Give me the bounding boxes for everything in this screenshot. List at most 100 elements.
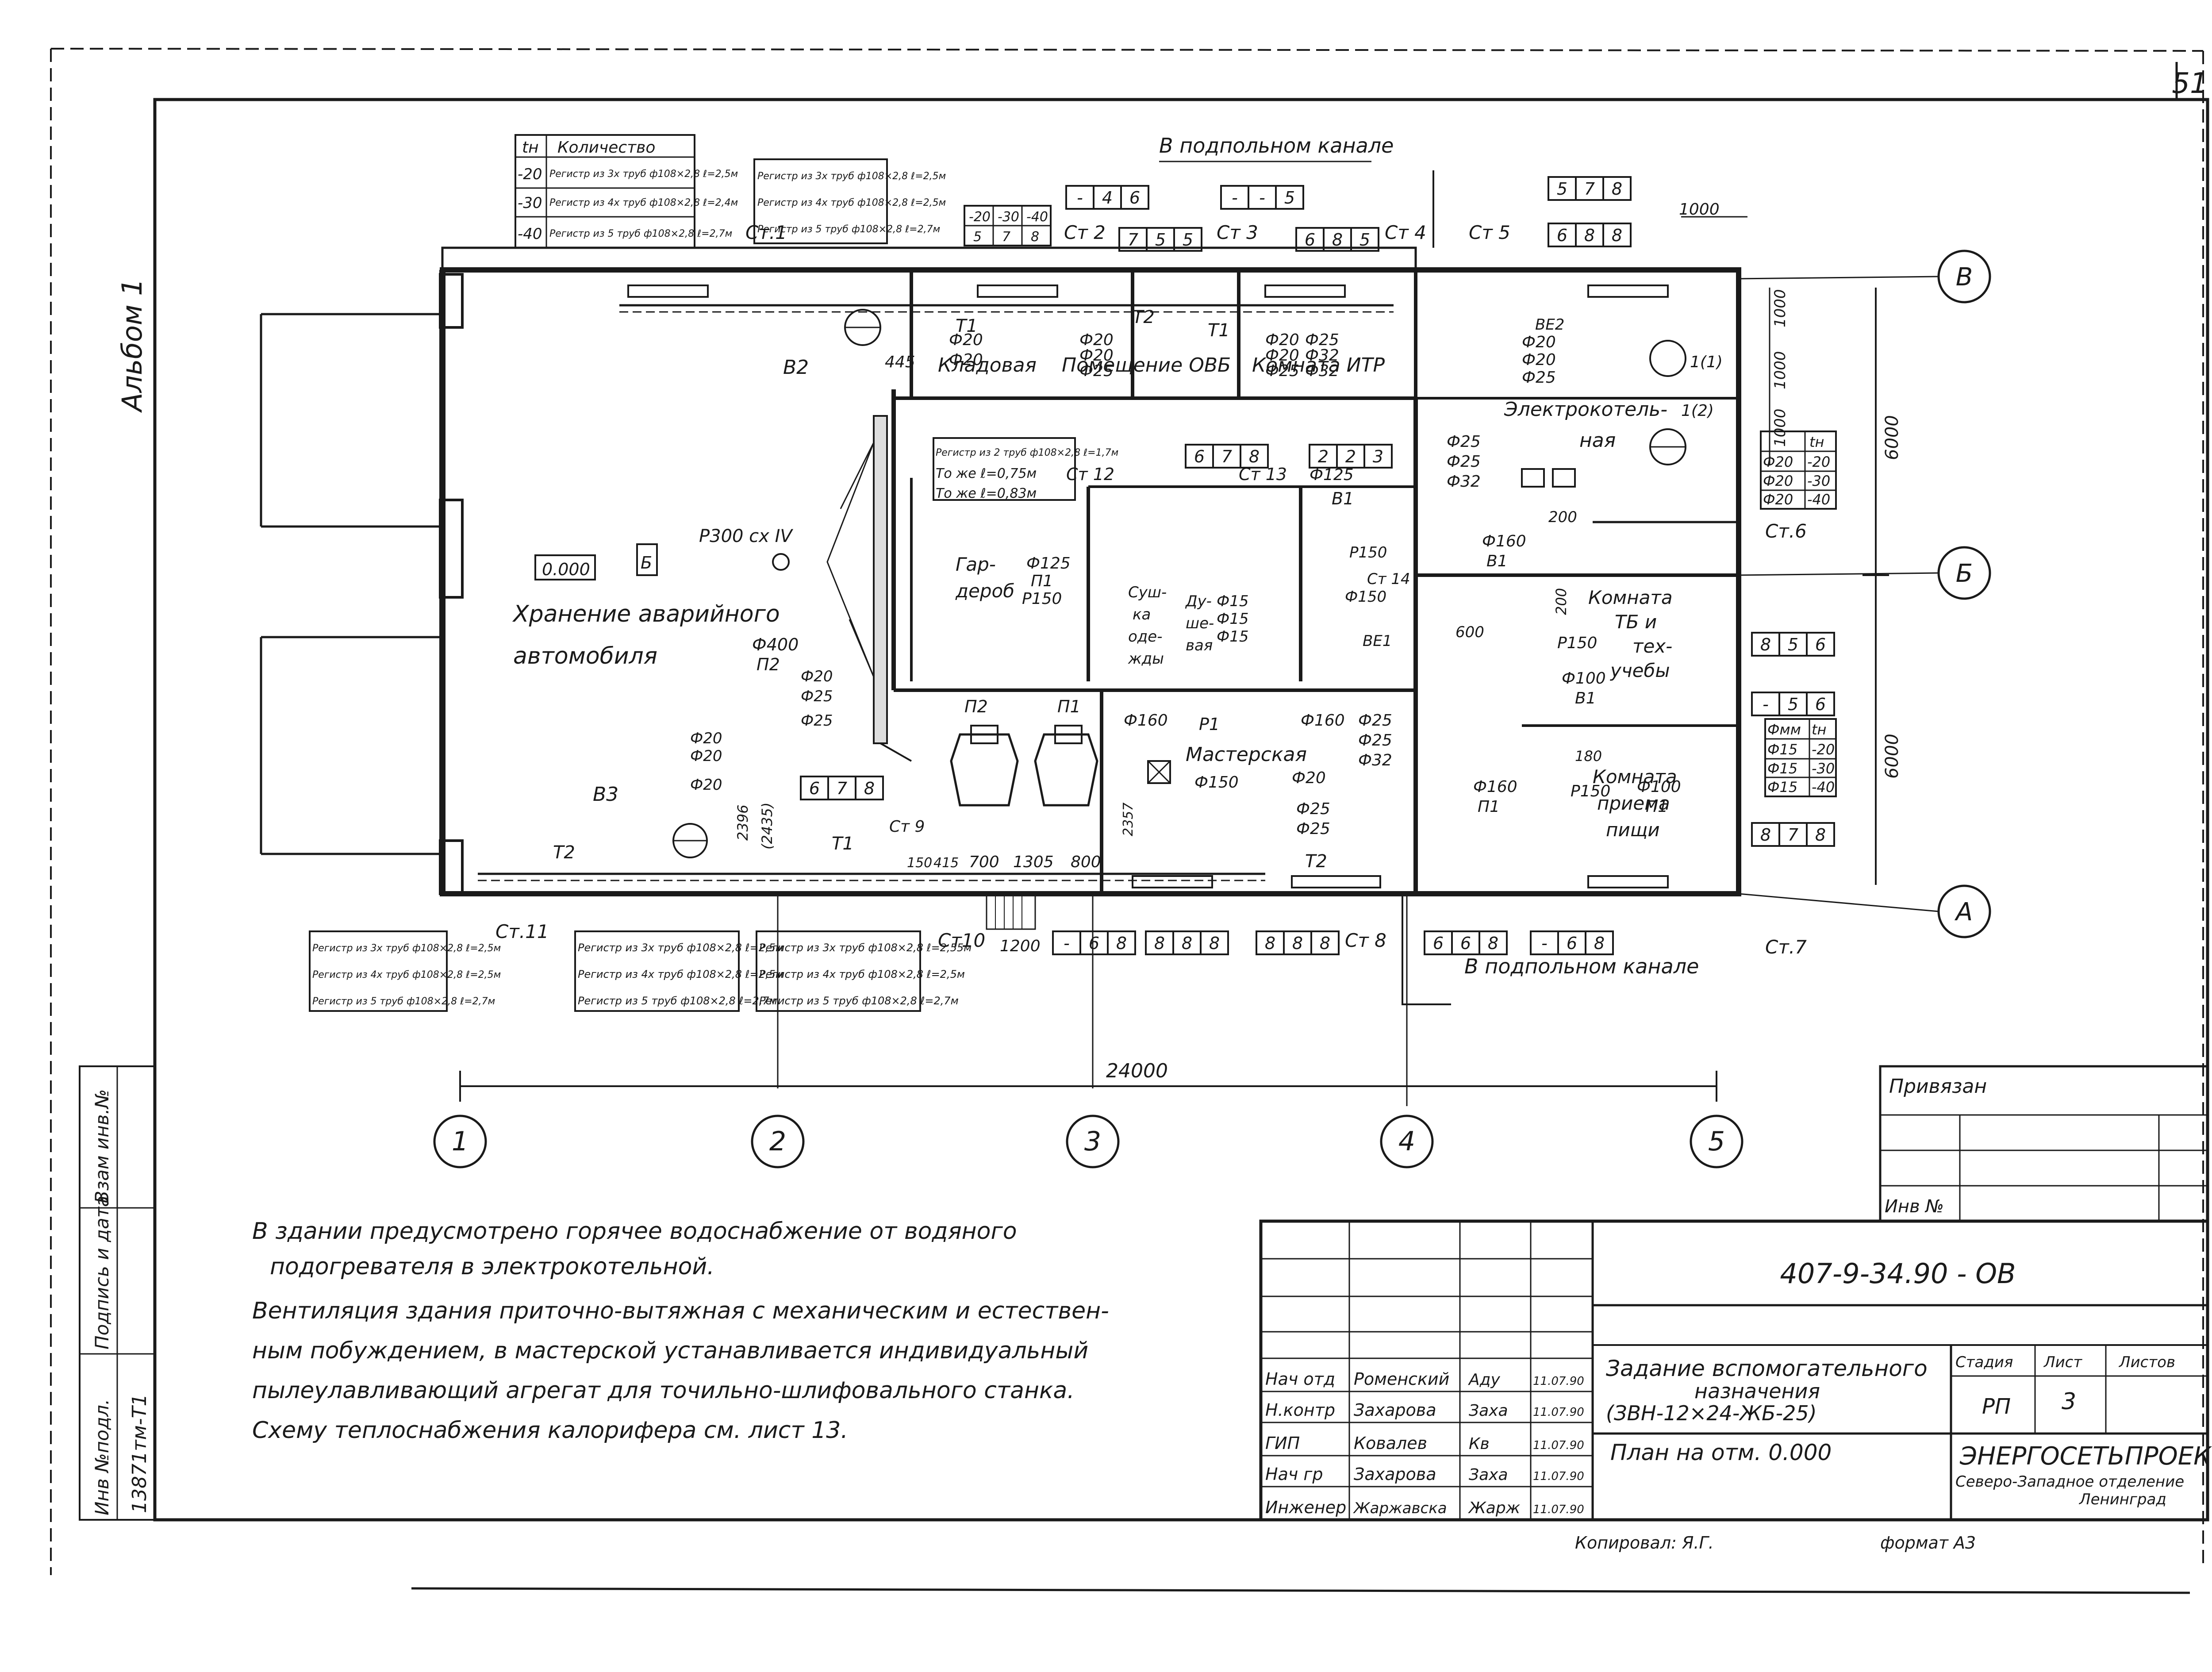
sheet-label: Лист	[2043, 1353, 2082, 1371]
equip-p1: П1	[1057, 697, 1081, 716]
pipe-size: Ф32	[1305, 362, 1339, 380]
number-box-value: 6	[1194, 447, 1205, 466]
room-dining: Комната	[1593, 766, 1677, 788]
riser-label: Ст 2	[1064, 222, 1106, 243]
pipe-size: Ф15	[1217, 628, 1249, 646]
pipe-size: Ф20	[949, 351, 983, 369]
dim-2396: 2396	[734, 805, 751, 841]
equip-b1: В1	[1332, 489, 1354, 508]
number-box-cell	[1275, 185, 1304, 210]
number-box-value: 4	[1102, 188, 1113, 208]
number-box-value: 7	[1788, 825, 1798, 845]
equip-p2: П2	[964, 697, 988, 716]
t-table-cell: -30	[998, 209, 1019, 225]
number-box-value: 6	[1557, 226, 1567, 245]
dim-2435: (2435)	[759, 803, 776, 849]
t-table-cell: -20	[969, 209, 991, 225]
person-name: Ковалев	[1354, 1434, 1427, 1453]
sheet-value: 3	[2062, 1388, 2076, 1415]
riser-label: Ст 4	[1385, 222, 1426, 243]
phi-tn-cell: Ф15	[1767, 760, 1797, 777]
equip-unit-2: 1(2)	[1681, 402, 1714, 420]
dim-445: 445	[885, 353, 915, 371]
number-box-cell	[1806, 822, 1835, 847]
linked-inv: Инв №	[1885, 1196, 1944, 1217]
pipe-size: Ф25	[1358, 731, 1392, 750]
date: 11.07.90	[1533, 1439, 1584, 1452]
dim-2357: 2357	[1121, 803, 1136, 836]
register-line: Регистр из 3х труб ф108×2,8 ℓ=2,5м	[757, 171, 946, 182]
note-line: пылеулавливающий агрегат для точильно-шл…	[252, 1377, 1075, 1404]
pipe-size: Ф25	[1447, 433, 1481, 451]
equip-be1: ВЕ1	[1363, 632, 1392, 650]
register-line: То же ℓ=0,75м	[936, 466, 1037, 481]
number-box-value: 7	[1221, 447, 1232, 466]
pipe-label-t1-c: T1	[832, 834, 854, 854]
number-box-cell	[1602, 176, 1632, 201]
reg-row-text: Регистр из 4х труб ф108×2,8 ℓ=2,4м	[549, 197, 738, 208]
number-box-value: 8	[1760, 825, 1771, 845]
t-table	[964, 205, 1052, 246]
number-box-value: 8	[1265, 934, 1275, 953]
linked-title: Привязан	[1889, 1075, 1987, 1098]
riser-label: Ст.1	[745, 222, 787, 243]
pipe-size: Ф125	[1026, 554, 1071, 573]
riser-label: Ст 5	[1469, 222, 1510, 243]
pipe-size: В1	[1486, 552, 1508, 570]
pipe-size: Ф20	[949, 331, 983, 349]
number-box-value: 5	[1788, 635, 1798, 654]
number-box-value: 6	[1815, 635, 1826, 654]
tn-right-cell: -40	[1807, 491, 1830, 508]
number-box-value: 3	[1373, 447, 1383, 466]
number-box-value: -	[1541, 934, 1548, 953]
note-line: Схему теплоснабжения калорифера см. лист…	[252, 1417, 848, 1444]
number-box-value: 6	[1433, 934, 1444, 953]
register-line: Регистр из 5 труб ф108×2,8 ℓ=2,7м	[759, 995, 959, 1007]
signature: Заха	[1469, 1402, 1508, 1420]
room-ovb: Помещение ОВБ	[1062, 354, 1231, 377]
number-box-value: 6	[1567, 934, 1577, 953]
role: ГИП	[1265, 1434, 1300, 1453]
room-dining: пищи	[1606, 819, 1660, 841]
number-box-value: 2	[1318, 447, 1329, 466]
person-name: Жаржавска	[1353, 1499, 1447, 1517]
pipe-size: В1	[1575, 689, 1596, 707]
pipe-size: Ф20	[690, 730, 722, 747]
pipe-size: П1	[1646, 798, 1668, 816]
project-title: (ЗВН-12×24-ЖБ-25)	[1606, 1401, 1817, 1425]
stamp-label-inv-orig: Инв №подл.	[91, 1399, 113, 1515]
pipe-label-t1-a: T1	[956, 316, 978, 336]
number-box-value: 5	[1183, 230, 1193, 250]
register-line: Регистр из 4х труб ф108×2,8 ℓ=2,5м	[759, 968, 965, 980]
level-b: Б	[641, 553, 652, 573]
t-table-cell: -40	[1026, 209, 1048, 225]
number-box-value: 8	[1594, 934, 1605, 953]
dim-bottom: 415	[933, 855, 959, 871]
number-box-value: 6	[809, 779, 820, 798]
equipment	[534, 309, 1686, 858]
riser-label: Ст10	[938, 930, 985, 951]
dim-6000: 6000	[1882, 734, 1902, 779]
pipe-size: Ф32	[1358, 751, 1392, 769]
dim-6000: 6000	[1882, 415, 1902, 460]
pipe-size: Ф125	[1310, 466, 1354, 484]
reg-row-text: Регистр из 3х труб ф108×2,8 ℓ=2,5м	[549, 169, 738, 180]
role: Нач гр	[1265, 1464, 1323, 1484]
reg-row-tn: -40	[518, 225, 542, 243]
pipe-size: Ф15	[1217, 592, 1249, 610]
riser-label: Ст 8	[1345, 930, 1386, 951]
stage-value: РП	[1982, 1394, 2011, 1419]
person-name: Роменский	[1354, 1369, 1449, 1389]
number-box-value: 5	[1284, 188, 1295, 208]
pipe-size: Ф20	[1265, 346, 1299, 365]
note-line: Вентиляция здания приточно-вытяжная с ме…	[252, 1298, 1109, 1324]
number-box-cell	[1479, 930, 1508, 955]
pipe-size: Р150	[1557, 634, 1597, 652]
number-box-value: 8	[1182, 934, 1192, 953]
room-tb: учебы	[1609, 660, 1670, 681]
number-box-value: 8	[1612, 179, 1622, 199]
project-title: Задание вспомогательного	[1606, 1356, 1928, 1381]
note-line: ным побуждением, в мастерской устанавлив…	[252, 1338, 1088, 1364]
pipe-size: Ф100	[1637, 778, 1681, 796]
number-box-cell	[1585, 930, 1614, 955]
